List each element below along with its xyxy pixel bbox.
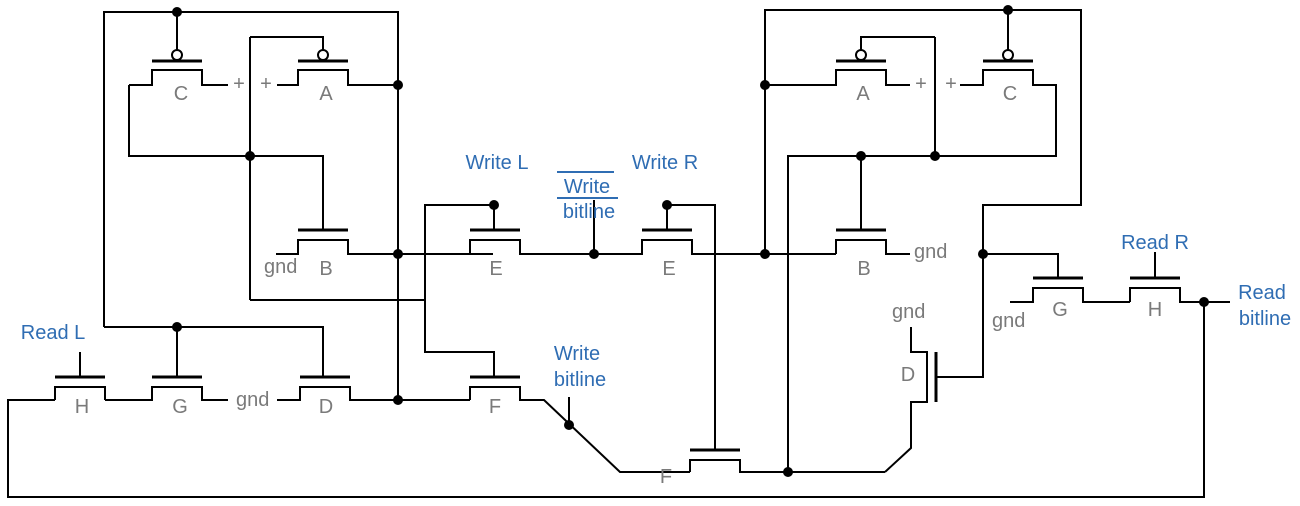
- gnd-label: gnd: [236, 389, 269, 411]
- transistor-f-bottom: F: [660, 448, 885, 488]
- transistor-g-left: gnd G: [105, 327, 269, 418]
- gnd-label: gnd: [914, 241, 947, 263]
- supply-plus: +: [915, 73, 927, 95]
- read-r-label: Read R: [1121, 232, 1189, 254]
- transistor-label: E: [662, 258, 675, 280]
- transistor-d-right: gnd D: [884, 301, 938, 473]
- transistor-label: C: [1003, 83, 1017, 105]
- left-upper-wires: [103, 11, 425, 400]
- transistor-label: H: [1148, 299, 1162, 321]
- transistor-c-left: C: [129, 12, 228, 105]
- transistor-label: F: [489, 396, 501, 418]
- transistor-e-left: E: [448, 205, 640, 280]
- write-l-label: Write L: [466, 152, 529, 174]
- transistor-label: H: [75, 396, 89, 418]
- transistor-d-left: D: [104, 326, 470, 418]
- supply-plus: +: [233, 73, 245, 95]
- write-r-label: Write R: [632, 152, 698, 174]
- gnd-label: gnd: [992, 310, 1025, 332]
- read-bitline-label-2: bitline: [1239, 308, 1291, 330]
- transistor-b-right: gnd B: [835, 228, 947, 280]
- transistor-e-right: E: [640, 205, 836, 280]
- transistor-b-left: gnd B: [264, 228, 493, 280]
- supply-plus: +: [945, 73, 957, 95]
- write-bar-label: Write: [564, 176, 610, 198]
- transistor-label: G: [172, 396, 188, 418]
- supply-plus: +: [260, 73, 272, 95]
- write-bar-bitline-label: bitline: [563, 201, 615, 223]
- transistor-a-right: A: [765, 36, 935, 105]
- transistor-label: D: [901, 364, 915, 386]
- transistor-f-left: F: [469, 375, 690, 473]
- junction-dots: [172, 5, 1209, 477]
- read-l-label: Read L: [21, 322, 86, 344]
- write-bitline-label-1: Write: [554, 343, 600, 365]
- read-bitline-wire: [7, 302, 1205, 498]
- transistor-label: A: [319, 83, 333, 105]
- right-upper-wires: [764, 9, 1082, 472]
- transistor-a-left: A: [250, 36, 398, 105]
- gnd-label: gnd: [264, 256, 297, 278]
- transistor-label: G: [1052, 299, 1068, 321]
- transistor-label: F: [660, 466, 672, 488]
- read-bitline-label-1: Read: [1238, 282, 1286, 304]
- write-bitline-label-2: bitline: [554, 369, 606, 391]
- transistor-label: B: [319, 258, 332, 280]
- transistor-label: E: [489, 258, 502, 280]
- transistor-label: D: [319, 396, 333, 418]
- transistor-c-right: C: [861, 10, 1057, 157]
- transistor-h-right: H: [1129, 252, 1230, 321]
- transistor-label: A: [856, 83, 870, 105]
- gnd-label: gnd: [892, 301, 925, 323]
- transistor-h-left: H: [54, 352, 106, 418]
- transistor-g-right: gnd G: [983, 253, 1130, 332]
- transistor-label: B: [857, 258, 870, 280]
- transistor-label: C: [174, 83, 188, 105]
